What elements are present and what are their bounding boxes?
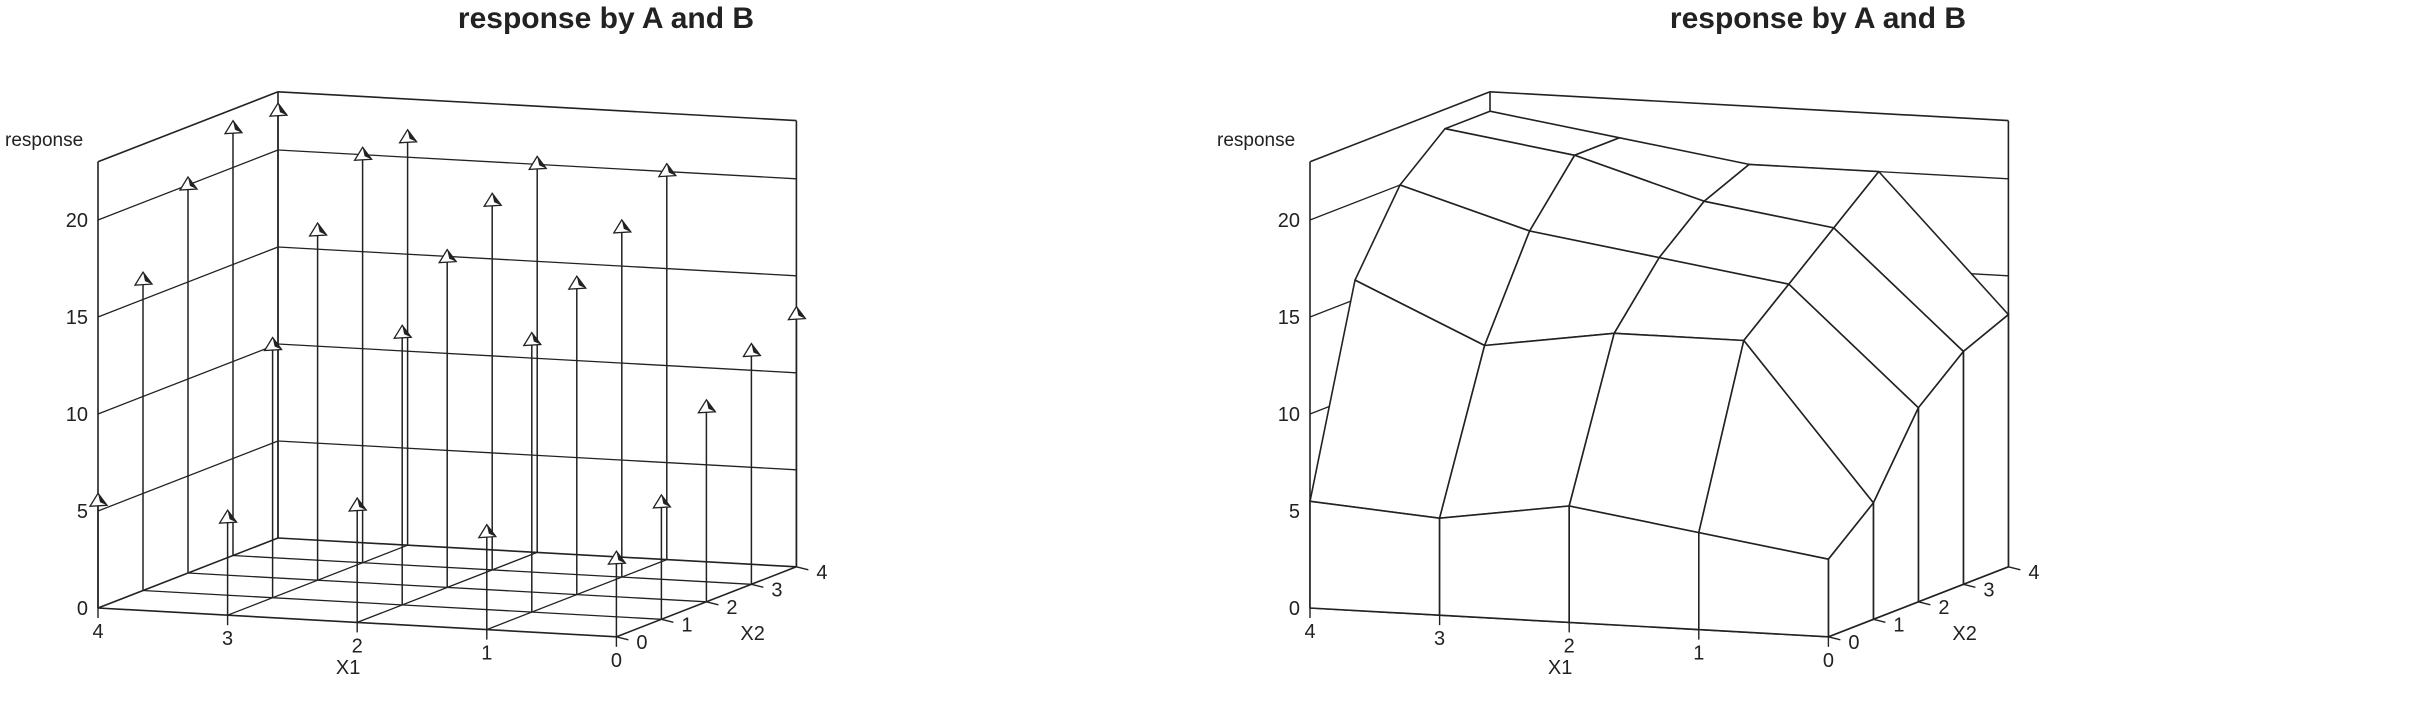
- chart-title: response by A and B: [1669, 2, 1967, 35]
- x1-tick-label: 2: [352, 635, 363, 657]
- x1-tick-label: 0: [1823, 650, 1834, 672]
- x1-axis-label: X1: [1548, 657, 1572, 679]
- surface-side-skirt: [1962, 312, 2010, 586]
- z-tick-label: 5: [1289, 501, 1300, 523]
- data-point-marker-shade: [661, 494, 671, 507]
- x2-tick-mark: [706, 601, 719, 606]
- surface-front-skirt: [1697, 531, 1830, 638]
- x2-tick-label: 2: [726, 597, 737, 619]
- x1-tick-label: 1: [481, 643, 492, 665]
- data-point-marker-shade: [402, 325, 412, 338]
- x2-axis-label: X2: [1952, 623, 1976, 645]
- z-tick-label: 15: [66, 307, 88, 329]
- data-point-marker-shade: [486, 524, 496, 537]
- x1-tick-label: 3: [1434, 628, 1445, 650]
- x1-tick-label: 4: [92, 621, 103, 643]
- z-axis-label: response: [1217, 130, 1295, 151]
- z-tick-label: 20: [66, 210, 88, 232]
- data-point-marker-shade: [492, 193, 502, 206]
- surface-front-skirt: [1438, 505, 1571, 624]
- x2-tick-mark: [1873, 618, 1886, 623]
- z-tick-label: 10: [1278, 404, 1300, 426]
- x1-tick-label: 2: [1564, 635, 1575, 657]
- z-tick-label: 15: [1278, 307, 1300, 329]
- data-point-marker-shade: [278, 103, 287, 116]
- data-point-marker-shade: [362, 147, 372, 160]
- left-wall-top-edge: [1309, 91, 1491, 163]
- x2-tick-label: 3: [771, 579, 782, 601]
- x2-tick-label: 1: [1893, 614, 1904, 636]
- data-point-marker-shade: [357, 498, 367, 510]
- x2-axis-label: X2: [740, 623, 764, 645]
- data-point-marker-shade: [576, 276, 586, 289]
- data-point-marker-shade: [188, 177, 197, 189]
- x2-tick-label: 0: [1848, 632, 1859, 654]
- data-point-marker-shade: [706, 399, 716, 412]
- x2-tick-mark: [796, 566, 809, 571]
- chart-title: response by A and B: [457, 2, 755, 35]
- data-point-marker-shade: [666, 163, 676, 176]
- x2-tick-mark: [1918, 601, 1931, 606]
- data-point-marker-shade: [317, 223, 327, 235]
- back-wall-top-edge: [1489, 91, 2009, 122]
- data-points: [88, 102, 807, 637]
- data-point-marker-shade: [98, 493, 107, 506]
- data-point-marker-shade: [616, 551, 626, 564]
- x2-tick-label: 3: [1983, 579, 1994, 601]
- back-wall-top-edge: [277, 91, 797, 122]
- data-point-marker-shade: [143, 272, 152, 285]
- surface-mesh: [1309, 110, 2010, 638]
- surface-front-skirt: [1309, 500, 1441, 617]
- x2-tick-mark: [1828, 636, 1841, 641]
- x2-tick-label: 4: [816, 562, 827, 584]
- x1-tick-label: 1: [1693, 643, 1704, 665]
- x2-tick-label: 4: [2028, 562, 2039, 584]
- x2-tick-label: 0: [636, 632, 647, 654]
- z-tick-label: 0: [1289, 598, 1300, 620]
- data-point-marker-shade: [621, 219, 631, 232]
- x2-tick-mark: [661, 618, 674, 623]
- data-point-marker-shade: [227, 510, 237, 523]
- data-point-marker-shade: [537, 156, 547, 169]
- x1-tick-label: 3: [222, 628, 233, 650]
- z-tick-label: 0: [77, 598, 88, 620]
- x1-tick-label: 0: [611, 650, 622, 672]
- z-tick-label: 20: [1278, 210, 1300, 232]
- x2-tick-mark: [616, 636, 629, 641]
- x1-axis-label: X1: [336, 657, 360, 679]
- z-tick-label: 5: [77, 501, 88, 523]
- x2-tick-label: 1: [681, 614, 692, 636]
- z-tick-label: 10: [66, 404, 88, 426]
- data-point-marker-shade: [272, 337, 282, 350]
- x2-tick-mark: [751, 583, 764, 588]
- x2-tick-label: 2: [1938, 597, 1949, 619]
- left-wall-top-edge: [97, 91, 279, 163]
- z-axis-label: response: [5, 130, 83, 151]
- data-point-marker-shade: [796, 306, 806, 319]
- data-point-marker-shade: [531, 332, 541, 345]
- data-point-marker-shade: [447, 249, 457, 262]
- x2-tick-mark: [1963, 583, 1976, 588]
- data-point-marker-shade: [751, 343, 761, 356]
- data-point-marker-shade: [407, 129, 417, 142]
- x1-tick-label: 4: [1304, 621, 1315, 643]
- x2-tick-mark: [2008, 566, 2021, 571]
- data-point-marker-shade: [233, 120, 242, 133]
